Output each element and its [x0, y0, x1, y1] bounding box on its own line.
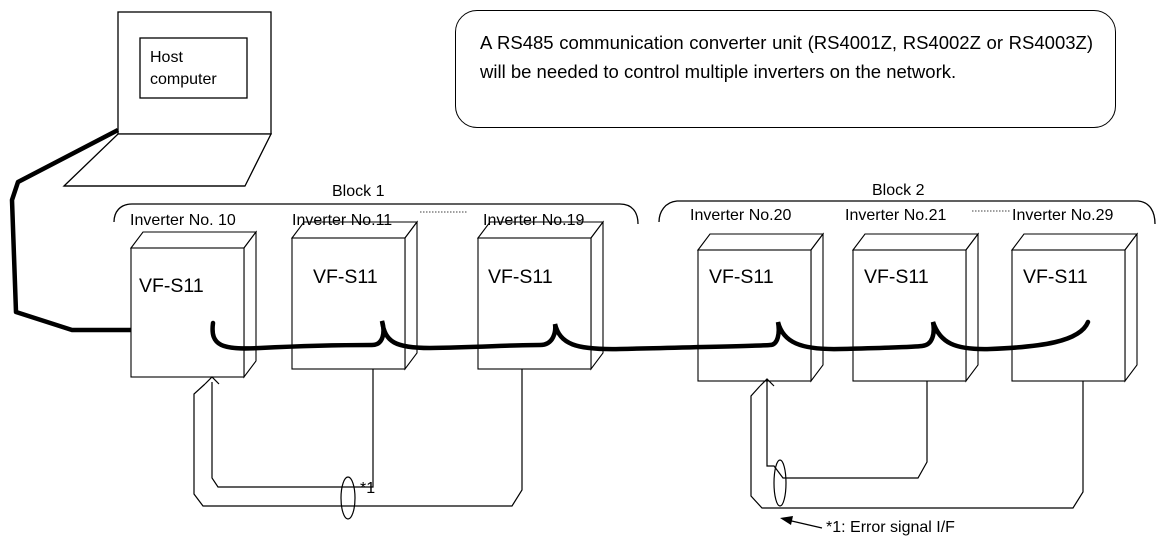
inverter-model-21: VF-S11 [864, 266, 929, 288]
inverter-model-10: VF-S11 [139, 275, 204, 297]
inverter-label-21: Inverter No.21 [845, 207, 946, 224]
inverter-label-20: Inverter No.20 [690, 207, 791, 224]
host-label-line1: Host [150, 49, 183, 66]
inverter-model-29: VF-S11 [1023, 266, 1088, 288]
block1-label: Block 1 [332, 183, 385, 200]
footnote-text: *1: Error signal I/F [826, 519, 955, 536]
rs485-chain-cable [210, 319, 1091, 352]
inverter-box-20 [696, 232, 825, 383]
inverter-label-19: Inverter No.19 [483, 212, 584, 229]
host-cable [9, 128, 196, 333]
inverter-label-10: Inverter No. 10 [130, 212, 236, 229]
inverter-label-29: Inverter No.29 [1012, 207, 1113, 224]
converter-note: A RS485 communication converter unit (RS… [455, 10, 1116, 128]
inverter-box-21 [851, 232, 980, 383]
inverter-model-19: VF-S11 [488, 266, 553, 288]
host-computer-laptop [62, 11, 273, 187]
block1-error-signal-wiring [193, 369, 523, 520]
footnote-marker: *1 [360, 480, 375, 497]
inverter-model-20: VF-S11 [709, 266, 774, 288]
block2-label: Block 2 [872, 182, 925, 199]
inverter-box-29 [1010, 232, 1139, 383]
block2-bracket [658, 200, 1156, 225]
footnote-arrow [780, 516, 823, 529]
block2-error-signal-wiring [750, 378, 1084, 509]
inverter-model-11: VF-S11 [313, 266, 378, 288]
inverter-label-11: Inverter No.11 [292, 212, 392, 229]
host-label-line2: computer [150, 71, 217, 88]
block1-bracket [113, 203, 639, 225]
inverter-box-10 [129, 230, 258, 379]
